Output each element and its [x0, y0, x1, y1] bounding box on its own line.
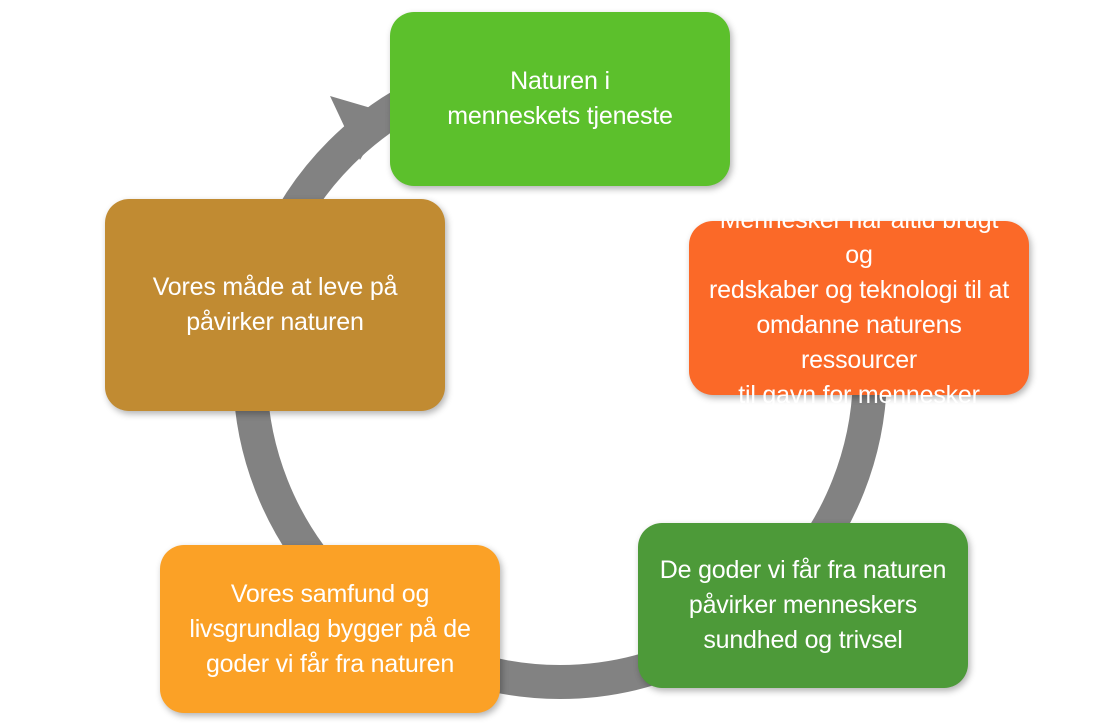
step-text-line: Vores samfund og [230, 579, 430, 608]
step-health-wellbeing: De goder vi får fra naturen påvirker men… [638, 523, 968, 688]
step-nature-serving-humans: Naturen i menneskets tjeneste [390, 12, 730, 186]
arrowhead-icon [330, 96, 388, 160]
step-text-line: påvirker menneskers [688, 591, 918, 619]
step-text-line: De goder vi får fra naturen [659, 556, 947, 584]
step-text-line: livsgrundlag bygger på de [189, 614, 471, 643]
step-text-line: redskaber og teknologi til at [709, 276, 1009, 304]
step-text-line: påvirker naturen [186, 308, 364, 336]
step-text-line: Naturen i [510, 67, 610, 95]
step-text-line: omdanne naturens ressourcer [756, 311, 962, 374]
step-text-line: menneskets tjeneste [447, 102, 673, 130]
step-text-line: sundhed og trivsel [703, 626, 903, 654]
step-text-line: til gavn for mennesker [738, 381, 980, 409]
step-tools-technology: Mennesker har altid brugt og redskaber o… [689, 206, 1029, 409]
step-text-line: Vores måde at leve på [152, 273, 398, 301]
step-text-line: Mennesker har altid brugt og [719, 206, 999, 269]
step-society-livelihood: Vores samfund og livsgrundlag bygger på … [160, 545, 500, 713]
step-text-line: goder vi får fra naturen [205, 649, 455, 678]
step-way-of-living: Vores måde at leve på påvirker naturen [105, 199, 445, 411]
